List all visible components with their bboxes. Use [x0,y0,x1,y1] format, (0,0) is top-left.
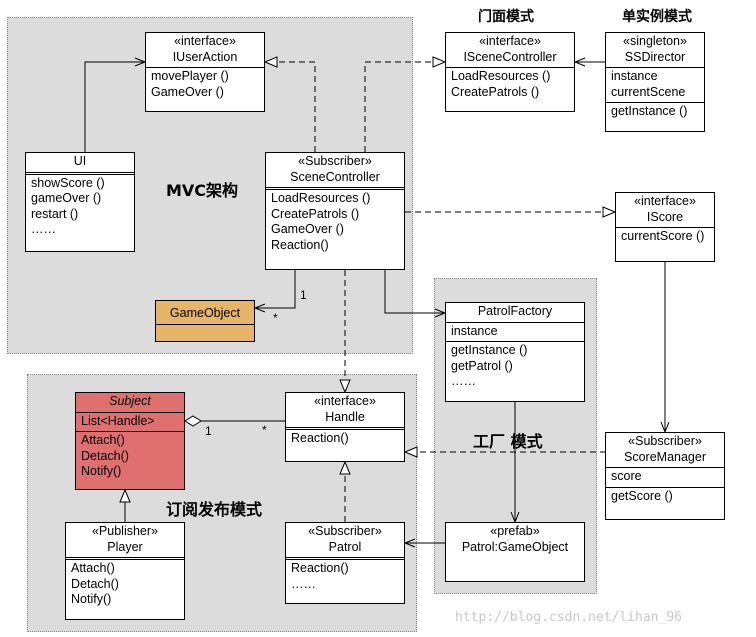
method: Detach() [71,576,119,591]
stereotype: «interface» [634,194,696,208]
method: LoadResources () [271,191,371,205]
label-mvc: MVC架构 [166,181,239,200]
method: Reaction() [271,237,329,252]
stereotype: «Subscriber» [308,524,382,538]
class-name: SSDirector [624,49,686,64]
scene-realizes-iuseraction [265,62,316,152]
multiplicity-many: * [273,311,278,325]
method: CreatePatrols () [271,206,360,221]
ui-to-iuseraction [84,62,145,152]
stereotype: «prefab» [490,524,540,538]
method: currentScore () [621,229,705,243]
class-name: GameObject [169,306,241,320]
method: GameOver () [271,222,344,236]
label-facade: 门面模式 [478,9,534,25]
multiplicity-many: * [262,423,267,437]
class-name: IScore [646,209,684,224]
method: getPatrol () [451,358,513,373]
class-patrolfactory: PatrolFactory instance getInstance () ge… [445,302,585,402]
method: Reaction() [291,431,349,445]
method: GameOver () [151,84,224,99]
stereotype: «Subscriber» [628,434,702,448]
class-name: SceneController [290,169,380,184]
method: movePlayer () [151,69,229,83]
class-name: ISceneController [463,49,557,64]
label-factory: 工厂 模式 [473,432,543,451]
class-scenecontroller: «Subscriber» SceneController LoadResourc… [265,152,405,270]
class-name: Patrol [328,539,362,554]
class-ui: UI showScore () gameOver () restart () …… [25,152,135,252]
method: getScore () [611,488,673,503]
method: Reaction() [291,561,349,575]
method: Attach() [81,433,125,447]
method: getInstance () [611,104,688,118]
method: …… [31,222,56,236]
method: Attach() [71,561,115,575]
method: …… [291,576,316,591]
class-scoremanager: «Subscriber» ScoreManager score getScore… [605,432,725,520]
label-singleton: 单实例模式 [622,9,692,25]
class-patrol: «Subscriber» Patrol Reaction() …… [285,522,405,604]
scene-to-gameobject [255,270,296,308]
class-iscore: «interface» IScore currentScore () [615,192,715,262]
scene-realizes-iscenecontroller [364,62,445,152]
method: showScore () [31,175,105,190]
class-name: UI [73,154,87,168]
label-pubsub: 订阅发布模式 [166,500,263,519]
stereotype: «Publisher» [91,524,158,538]
watermark: http://blog.csdn.net/lihan_96 [455,610,682,625]
class-name: Player [107,539,143,554]
class-iuseraction: «interface» IUserAction movePlayer () Ga… [145,32,265,112]
class-name: Patrol:GameObject [461,539,569,554]
method: Notify() [81,464,122,478]
method: CreatePatrols () [451,84,540,99]
attribute: currentScene [611,84,686,99]
class-player: «Publisher» Player Attach() Detach() Not… [65,522,185,620]
stereotype: «Subscriber» [298,154,372,168]
method: gameOver () [31,191,102,205]
class-name: Subject [109,394,151,408]
method: Notify() [71,592,112,606]
method: getInstance () [451,343,528,357]
class-prefab: «prefab» Patrol:GameObject [445,522,585,582]
class-handle: «interface» Handle Reaction() [285,392,405,462]
multiplicity-one: 1 [300,288,307,302]
multiplicity-one: 1 [205,424,212,438]
class-gameobject: GameObject [155,300,255,342]
class-name: PatrolFactory [477,304,553,318]
stereotype: «singleton» [623,34,687,48]
attribute: instance [451,323,498,338]
class-name: ScoreManager [624,449,706,464]
stereotype: «interface» [479,34,541,48]
attribute: instance [611,69,658,83]
scene-to-patrolfactory [384,270,445,313]
stereotype: «interface» [314,394,376,408]
class-name: IUserAction [172,49,238,64]
attribute: score [611,469,642,483]
class-iscenecontroller: «interface» ISceneController LoadResourc… [445,32,575,112]
method: LoadResources () [451,69,551,83]
stereotype: «interface» [174,34,236,48]
method: Detach() [81,448,129,463]
method: restart () [31,206,79,221]
class-subject: Subject List<Handle> Attach() Detach() N… [75,392,185,490]
class-name: Handle [325,409,365,424]
class-ssdirector: «singleton» SSDirector instance currentS… [605,32,705,132]
attribute: List<Handle> [81,413,155,428]
method: …… [451,374,476,388]
